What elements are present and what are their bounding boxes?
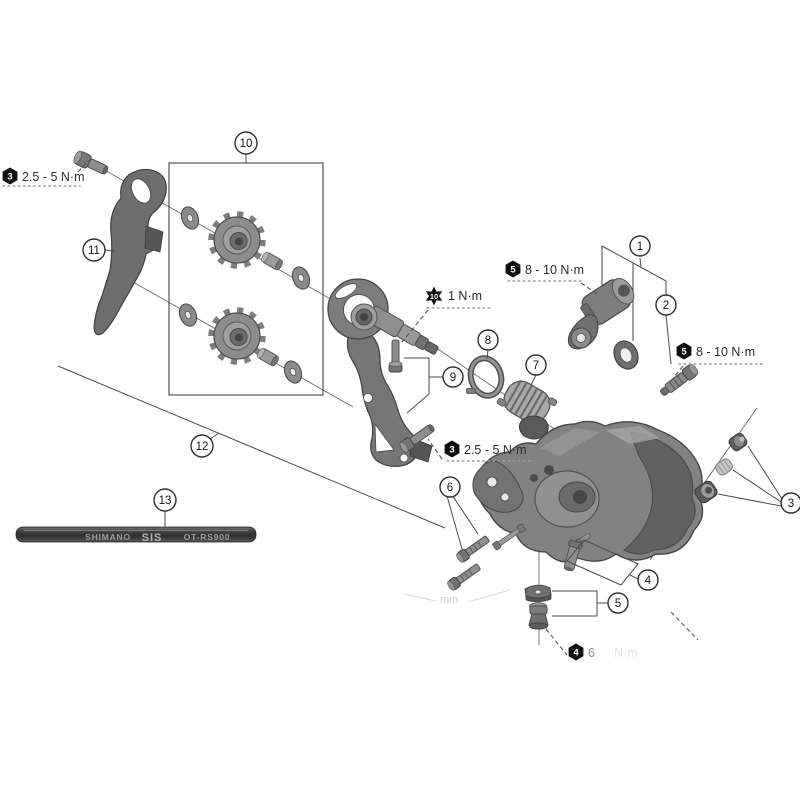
callout-8: 8 (477, 329, 499, 351)
adjust-screw-stud (492, 523, 526, 551)
bracket-axle-unit (567, 277, 635, 350)
callout-13: 13 (153, 488, 177, 512)
callout-2: 2 (655, 294, 677, 316)
hex-tool-size: 3 (449, 445, 454, 456)
pulley-washer (180, 206, 200, 230)
callout-6: 6 (439, 476, 461, 498)
torque-label-plate-bolt: 3 2.5 - 5 N·m (444, 440, 527, 458)
callout-4: 4 (637, 569, 659, 591)
svg-text:6: 6 (447, 482, 453, 494)
torque-value: 2.5 - 5 N·m (22, 170, 85, 184)
cable-fixing-plate (524, 584, 552, 603)
torque-value: 8 - 10 N·m (696, 345, 755, 359)
cable-model-text: OT-RS900 (184, 532, 231, 542)
svg-text:4: 4 (645, 575, 652, 587)
tension-pulley (208, 307, 266, 365)
hex-tool-size: 5 (681, 347, 687, 358)
callout-5: 5 (607, 592, 629, 614)
torque-value: 1 N·m (448, 289, 482, 303)
svg-text:5: 5 (615, 598, 621, 610)
svg-text:10: 10 (240, 138, 253, 150)
callout-10: 10 (234, 131, 258, 155)
torque-value: 6 (588, 646, 595, 660)
svg-text:9: 9 (450, 372, 456, 384)
torque-value: 8 - 10 N·m (525, 263, 584, 277)
cable-brand-text: SHIMANO (85, 532, 131, 542)
adjust-screw (447, 563, 481, 591)
adjuster-cap (728, 432, 748, 452)
callout-11: 11 (82, 238, 106, 262)
svg-text:12: 12 (196, 441, 209, 453)
pulley-washer (178, 303, 198, 327)
outer-plate-assembly (327, 278, 439, 467)
snap-ring (466, 355, 505, 399)
pulley-bushing (257, 347, 279, 367)
cable-fixing-bolt (528, 602, 549, 630)
hex-tool-size: 3 (7, 172, 12, 183)
axle-washer (613, 340, 639, 370)
faded-dimension-text: mm (440, 594, 458, 606)
faded-dimension-note: mm (403, 589, 511, 606)
torque-value: 2.5 - 5 N·m (464, 443, 527, 457)
torque-label-axle-unit: 5 8 - 10 N·m (505, 260, 584, 278)
torque-label-top-left: 3 2.5 - 5 N·m (2, 167, 85, 185)
svg-text:3: 3 (788, 498, 794, 510)
hex-tool-size: 4 (573, 648, 579, 659)
callout-9: 9 (442, 366, 464, 388)
svg-text:7: 7 (533, 360, 539, 372)
torque-leader-lines (2, 159, 765, 656)
plate-screw-upper (388, 339, 403, 373)
torque-label-cable-bolt: 4 6 N·m (568, 643, 638, 661)
svg-text:13: 13 (159, 495, 172, 507)
svg-text:1: 1 (637, 241, 643, 253)
bracket-axle-bolt (660, 363, 699, 396)
callout-1: 1 (629, 235, 651, 257)
pulley-bushing (261, 251, 283, 271)
adjust-screw (456, 535, 490, 563)
torque-label-axle-bolt: 5 8 - 10 N·m (676, 342, 755, 360)
adjuster-sleeve (715, 458, 733, 476)
cable-logo-text: SIS (142, 532, 163, 544)
svg-text:11: 11 (88, 245, 100, 257)
pulley-washer (283, 360, 303, 384)
plate-screw-lower (399, 424, 435, 453)
leader-lines (104, 154, 783, 617)
torx-tool-size: 10 (430, 292, 438, 301)
plate-fixing-bolt-upper (73, 150, 109, 175)
cable-housing: SHIMANO SIS OT-RS900 (15, 526, 257, 544)
callout-12: 12 (190, 434, 214, 458)
hex-tool-size: 5 (510, 265, 516, 276)
tension-spring (496, 379, 558, 424)
torque-value-faded: N·m (614, 646, 638, 660)
adjuster-barrel (694, 480, 718, 504)
callout-3: 3 (780, 492, 800, 514)
inner-plate (93, 168, 167, 336)
svg-text:8: 8 (485, 335, 491, 347)
torque-label-pulley-screw: 10 1 N·m (425, 286, 482, 306)
pulley-washer (291, 266, 311, 290)
derailleur-body (472, 415, 704, 563)
callout-7: 7 (525, 354, 547, 376)
guide-pulley (208, 211, 266, 269)
callout-1-2-bracket (601, 245, 672, 365)
svg-text:2: 2 (663, 300, 669, 312)
